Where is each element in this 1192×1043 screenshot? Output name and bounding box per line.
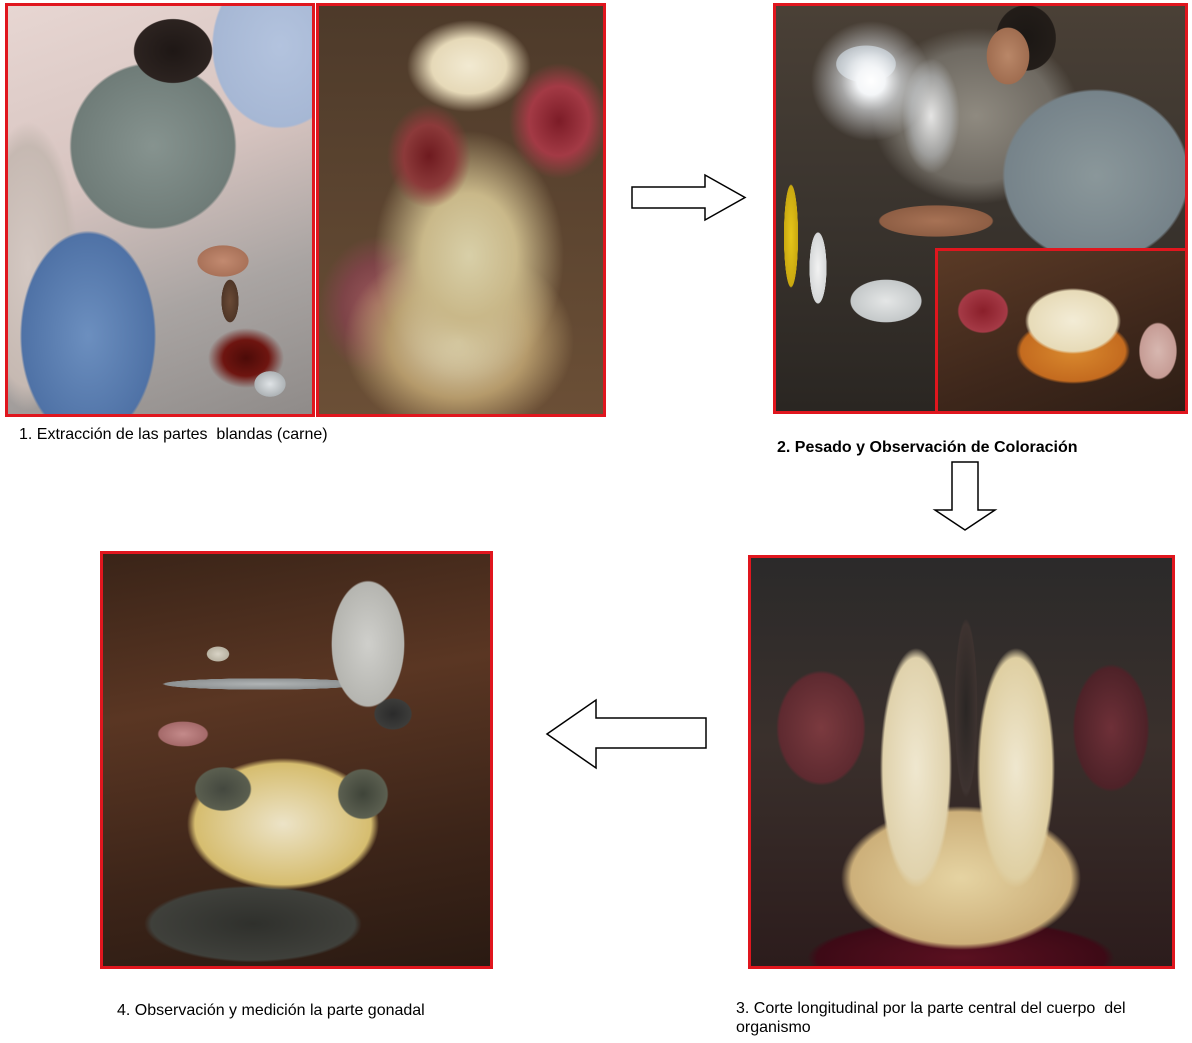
step-2-caption: 2. Pesado y Observación de Coloración [777, 438, 1078, 457]
step-1-caption: 1. Extracción de las partes blandas (car… [19, 425, 328, 444]
step-2-coloration-inset-photo [935, 248, 1188, 414]
step-1-soft-parts-photo [316, 3, 606, 417]
step-3-caption: 3. Corte longitudinal por la parte centr… [736, 999, 1146, 1037]
step-4-caption: 4. Observación y medición la parte gonad… [117, 1001, 425, 1020]
step-3-longitudinal-cut-photo [748, 555, 1175, 969]
arrow-right-icon [630, 172, 748, 224]
step-1-extraction-photo [5, 3, 315, 417]
arrow-down-icon [933, 460, 997, 532]
step-4-gonad-measurement-photo [100, 551, 493, 969]
arrow-left-icon [545, 698, 709, 772]
